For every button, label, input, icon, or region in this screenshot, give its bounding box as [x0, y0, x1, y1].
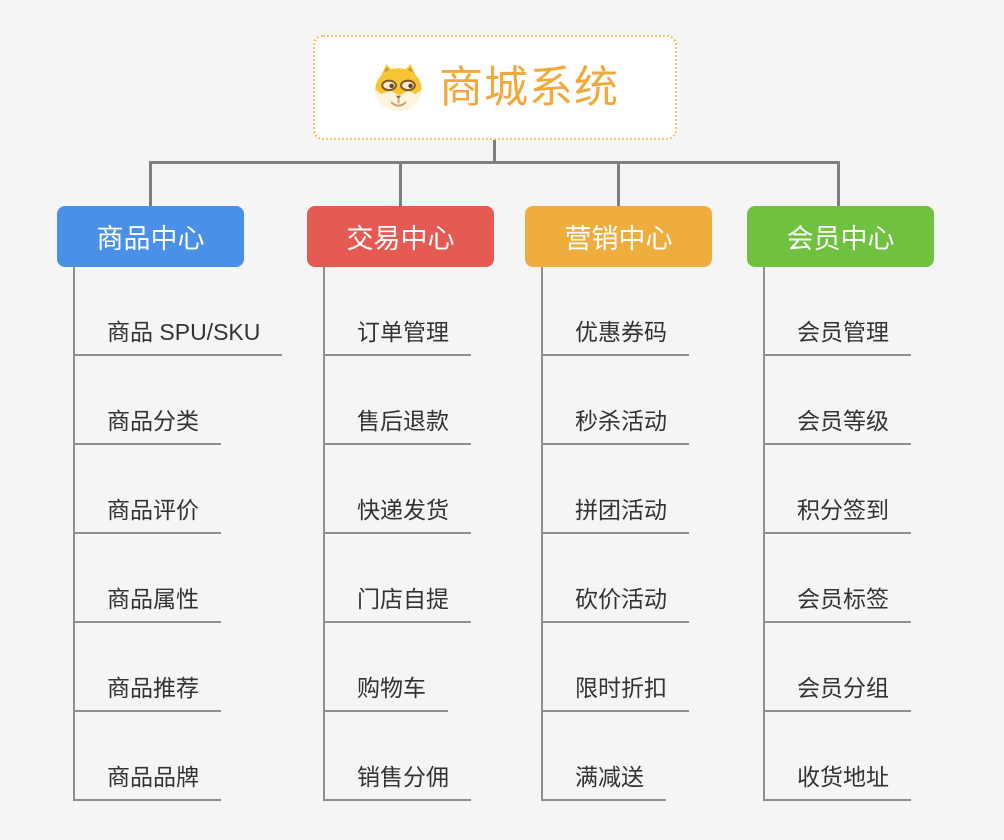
- child-node[interactable]: 商品推荐: [75, 623, 221, 712]
- connector-drop-member: [837, 161, 840, 206]
- child-node[interactable]: 快递发货: [325, 445, 471, 534]
- child-node[interactable]: 销售分佣: [325, 712, 471, 801]
- child-node[interactable]: 商品属性: [75, 534, 221, 623]
- child-node[interactable]: 会员标签: [765, 534, 911, 623]
- child-node[interactable]: 优惠券码: [543, 267, 689, 356]
- child-node[interactable]: 拼团活动: [543, 445, 689, 534]
- child-node[interactable]: 门店自提: [325, 534, 471, 623]
- root-node[interactable]: 商城系统: [313, 35, 677, 140]
- child-node[interactable]: 会员管理: [765, 267, 911, 356]
- child-node[interactable]: 会员等级: [765, 356, 911, 445]
- connector-bus: [149, 161, 840, 164]
- child-node[interactable]: 限时折扣: [543, 623, 689, 712]
- connector-drop-trade: [399, 161, 402, 206]
- root-title: 商城系统: [439, 62, 619, 112]
- child-node[interactable]: 商品评价: [75, 445, 221, 534]
- branch-node-member-center[interactable]: 会员中心: [747, 206, 934, 267]
- children-column-marketing: 优惠券码 秒杀活动 拼团活动 砍价活动 限时折扣 满减送: [541, 267, 689, 801]
- child-node[interactable]: 满减送: [543, 712, 666, 801]
- connector-drop-market: [617, 161, 620, 206]
- child-node[interactable]: 积分签到: [765, 445, 911, 534]
- connector-root-stub: [493, 140, 496, 163]
- shiba-dog-icon: [375, 63, 422, 111]
- connector-drop-goods: [149, 161, 152, 206]
- child-node[interactable]: 收货地址: [765, 712, 911, 801]
- children-column-member: 会员管理 会员等级 积分签到 会员标签 会员分组 收货地址: [763, 267, 911, 801]
- branch-node-goods-center[interactable]: 商品中心: [57, 206, 244, 267]
- child-node[interactable]: 砍价活动: [543, 534, 689, 623]
- child-node[interactable]: 订单管理: [325, 267, 471, 356]
- child-node[interactable]: 购物车: [325, 623, 448, 712]
- children-column-trade: 订单管理 售后退款 快递发货 门店自提 购物车 销售分佣: [323, 267, 471, 801]
- child-node[interactable]: 商品分类: [75, 356, 221, 445]
- child-node[interactable]: 会员分组: [765, 623, 911, 712]
- children-column-goods: 商品 SPU/SKU 商品分类 商品评价 商品属性 商品推荐 商品品牌: [73, 267, 283, 801]
- branch-node-trade-center[interactable]: 交易中心: [307, 206, 494, 267]
- child-node[interactable]: 商品品牌: [75, 712, 221, 801]
- branch-node-marketing-center[interactable]: 营销中心: [525, 206, 712, 267]
- child-node[interactable]: 商品 SPU/SKU: [75, 267, 283, 356]
- child-node[interactable]: 售后退款: [325, 356, 471, 445]
- child-node[interactable]: 秒杀活动: [543, 356, 689, 445]
